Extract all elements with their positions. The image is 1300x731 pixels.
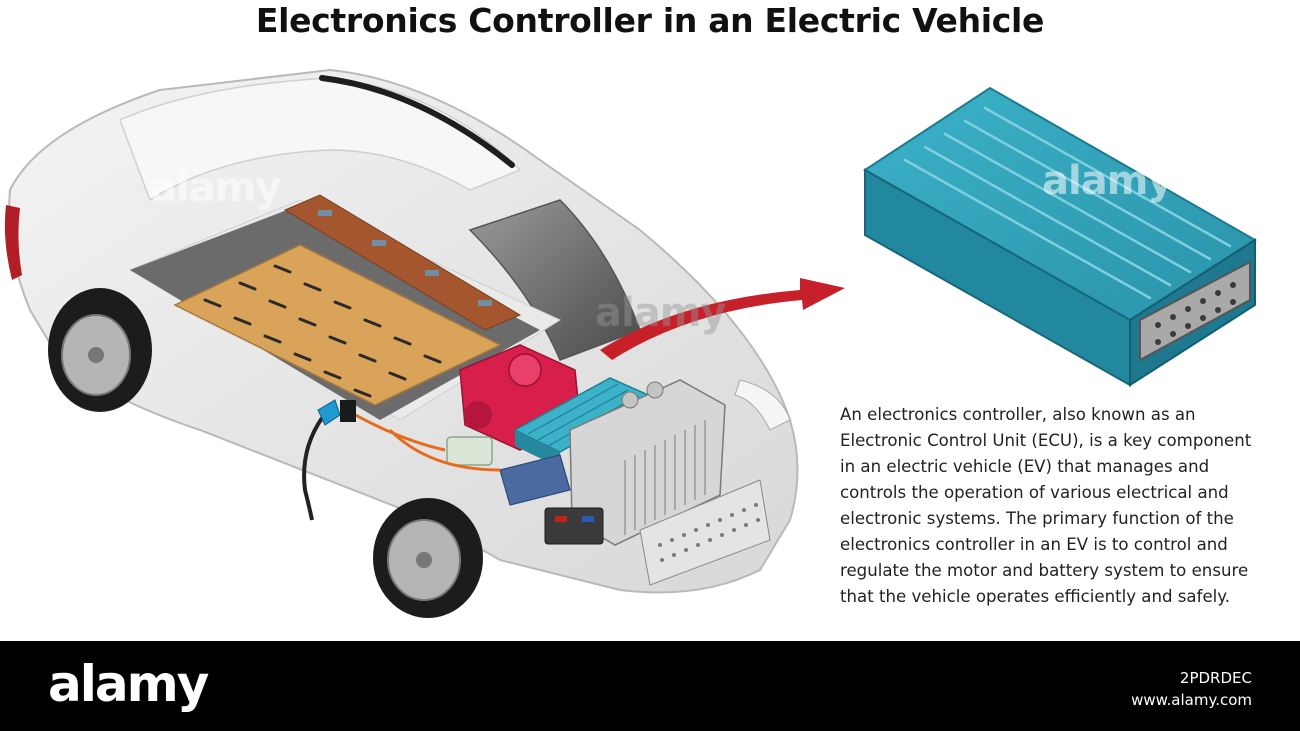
description-text: An electronics controller, also known as… <box>840 402 1300 610</box>
description-line: electronic systems. The primary function… <box>840 509 1234 528</box>
description-line: Electronic Control Unit (ECU), is a key … <box>840 431 1252 450</box>
ecu-unit <box>863 86 1257 387</box>
description-line: An electronics controller, also known as… <box>840 405 1196 424</box>
battery-pack <box>130 194 540 420</box>
watermark: alamy <box>150 165 281 211</box>
description-line: regulate the motor and battery system to… <box>840 561 1249 580</box>
power-cable <box>349 410 501 472</box>
footer-logo: alamy <box>48 655 209 713</box>
watermark: alamy <box>1042 158 1173 204</box>
footer-image-info: 2PDRDEC www.alamy.com <box>1131 667 1252 711</box>
description-line: controls the operation of various electr… <box>840 483 1229 502</box>
pointer-arrow <box>600 278 845 360</box>
description-line: in an electric vehicle (EV) that manages… <box>840 457 1210 476</box>
footer-bar: alamy 2PDRDEC www.alamy.com <box>0 641 1300 731</box>
description-line: electronics controller in an EV is to co… <box>840 535 1228 554</box>
aux-battery <box>544 507 604 545</box>
front-grille <box>639 479 771 586</box>
rear-wheel <box>48 288 152 412</box>
junction-box <box>446 436 493 466</box>
front-wheel <box>373 498 483 618</box>
description-line: that the vehicle operates efficiently an… <box>840 587 1230 606</box>
site-url: www.alamy.com <box>1131 691 1252 709</box>
watermark: alamy <box>595 290 726 336</box>
ecu-connector <box>1139 260 1251 362</box>
image-id: 2PDRDEC <box>1179 669 1252 687</box>
roof-rail <box>319 75 515 168</box>
car <box>4 68 799 618</box>
blue-module <box>499 454 571 506</box>
tail-light <box>4 205 22 280</box>
ev-illustration <box>4 68 1257 618</box>
page-title: Electronics Controller in an Electric Ve… <box>255 1 1045 40</box>
headlight <box>734 379 791 431</box>
charging-cable <box>302 416 324 521</box>
charge-port <box>340 400 356 422</box>
